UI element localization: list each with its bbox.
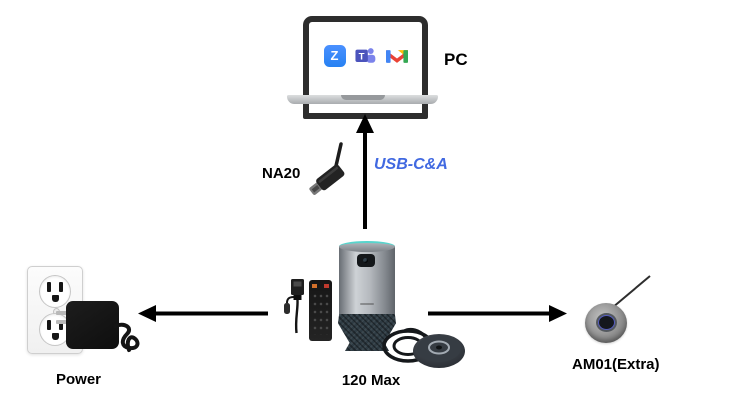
pc-label: PC bbox=[444, 50, 468, 69]
usb-cable bbox=[284, 279, 304, 334]
outlet-ground-hole bbox=[52, 333, 59, 340]
outlet-ground-hole bbox=[52, 295, 59, 302]
teams-app-icon: T bbox=[354, 48, 375, 63]
outlet-slot bbox=[47, 320, 51, 330]
laptop-base bbox=[287, 95, 438, 104]
led-ring bbox=[339, 241, 395, 252]
am01-mic-center bbox=[598, 315, 615, 330]
arrow-to-pc bbox=[356, 114, 374, 229]
outlet-socket-top bbox=[39, 275, 71, 308]
svg-text:T: T bbox=[358, 51, 364, 62]
speakerphone-120max bbox=[336, 241, 398, 353]
camera-lens bbox=[357, 254, 375, 267]
arrow-to-power bbox=[138, 305, 268, 322]
outlet-slot bbox=[59, 320, 63, 330]
remote-mute-button bbox=[324, 284, 329, 288]
usb-connection-label: USB-C&A bbox=[374, 156, 448, 173]
adapter-prong bbox=[56, 311, 68, 315]
outlet-slot bbox=[59, 282, 63, 292]
gmail-app-icon bbox=[385, 50, 408, 63]
na20-label: NA20 bbox=[262, 165, 301, 182]
power-cord bbox=[114, 322, 140, 352]
device-label: 120 Max bbox=[341, 372, 401, 389]
remote-power-button bbox=[312, 284, 317, 288]
arrow-to-am01 bbox=[428, 305, 567, 322]
brand-mark bbox=[360, 303, 374, 305]
am01-label: AM01(Extra) bbox=[572, 356, 660, 373]
na20-dongle bbox=[309, 142, 345, 195]
am01-mic bbox=[585, 303, 627, 343]
remote-control bbox=[309, 280, 332, 341]
outlet-slot bbox=[47, 282, 51, 292]
expansion-mic bbox=[382, 328, 465, 368]
adapter-prong bbox=[56, 320, 68, 324]
zoom-app-icon: Z bbox=[323, 45, 346, 67]
power-adapter bbox=[66, 301, 119, 349]
power-label: Power bbox=[56, 371, 102, 388]
